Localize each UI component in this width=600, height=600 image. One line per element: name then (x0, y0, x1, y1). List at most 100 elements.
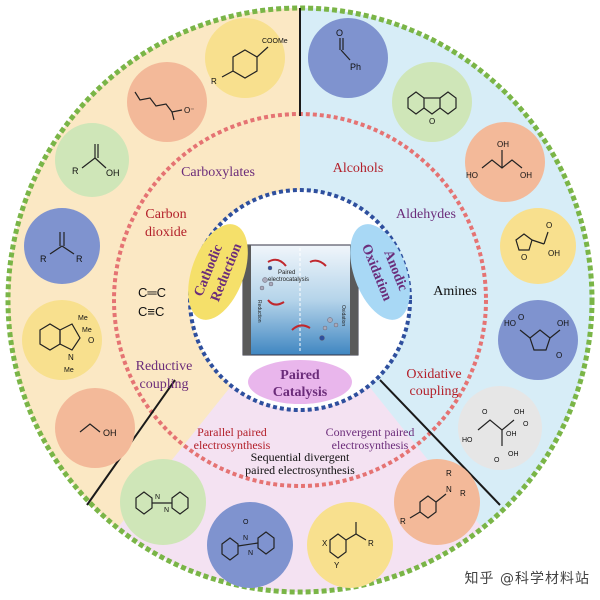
paired-label-2: Catalysis (273, 385, 328, 400)
ester-r-label: R (211, 77, 217, 86)
glycerol-oh3-label: OH (520, 171, 532, 180)
amine-r1-label: R (446, 469, 452, 478)
molecule-ketone: R R (24, 208, 100, 284)
molecule-citric-acid: HO OH OH OH O O O (458, 386, 542, 470)
cathode-plate (243, 245, 251, 355)
amine-r2-label: R (460, 489, 466, 498)
pyridine-y-label: Y (334, 561, 340, 570)
azoxy-o-label: O (243, 519, 249, 526)
azoxy-n-label: N (243, 535, 248, 542)
citric-ho-label: HO (462, 437, 473, 444)
label-parallel-1: Parallel paired (197, 425, 267, 439)
molecule-pentenoate: O⁻ (127, 62, 207, 142)
cell-left-electrode-label: Reduction (256, 300, 262, 323)
cell-label-2: electrocatalysis (268, 277, 309, 283)
paired-label-1: Paired (280, 368, 320, 383)
acid-r-label: R (72, 166, 79, 176)
indolinone-me3-label: Me (64, 367, 74, 374)
molecule-indolinone: Me Me O N Me (22, 300, 102, 380)
arrow-icon (267, 299, 285, 306)
cpd-oh-label: OH (557, 319, 569, 328)
molecule-balls-icon (259, 265, 339, 341)
azo-n2-label: N (164, 507, 169, 514)
outer-dashed-ring (5, 5, 595, 595)
label-aldehydes: Aldehydes (396, 207, 456, 222)
molecule-benzaldehyde: O Ph (308, 18, 388, 98)
furoic-carbonyl-o-label: O (546, 221, 552, 230)
amine-n-label: N (446, 485, 452, 494)
arrow-icon (309, 259, 327, 267)
label-convergent-2: electrosynthesis (332, 438, 409, 452)
azo-n1-label: N (155, 494, 160, 501)
furoic-ring-o-label: O (521, 253, 527, 262)
label-oxidative-2: coupling (410, 384, 459, 399)
indolinone-n-label: N (68, 353, 74, 362)
anode-plate (350, 245, 358, 355)
label-sequential-2: paired electrosynthesis (245, 463, 355, 477)
molecule-methyl-ester: COOMe R (205, 18, 288, 98)
molecule-pyridine-derivative: X Y R (307, 502, 393, 588)
benzaldehyde-ph-label: Ph (350, 62, 361, 72)
arrow-icon (291, 324, 311, 331)
cpd-ho-label: HO (504, 319, 516, 328)
molecule-furoic-acid: O O OH (500, 208, 576, 284)
label-reductive-2: coupling (140, 377, 189, 392)
ethanol-oh-label: OH (103, 428, 117, 438)
label-alkene: C═C (138, 285, 166, 300)
glycerol-oh2-label: HO (466, 171, 478, 180)
indolinone-me1-label: Me (78, 315, 88, 322)
label-convergent-1: Convergent paired (326, 425, 415, 439)
citric-oh1-label: OH (514, 409, 525, 416)
dibenzofuran-o-label: O (429, 117, 435, 126)
citric-o1-label: O (482, 409, 488, 416)
pyridine-x-label: X (322, 539, 328, 548)
azoxy-n2-label: N (248, 550, 253, 557)
indolinone-o-label: O (88, 336, 94, 345)
acid-oh-label: OH (106, 168, 120, 178)
cpd-o1-label: O (518, 313, 524, 322)
molecule-glycerol: OH HO OH (465, 122, 545, 202)
label-carboxylates: Carboxylates (181, 165, 255, 180)
cathodic-ellipse (188, 224, 248, 320)
label-reductive-1: Reductive (136, 359, 193, 374)
pyridine-r-label: R (368, 539, 374, 548)
label-amines: Amines (433, 284, 477, 299)
watermark: 知乎 @科学材料站 (464, 571, 590, 587)
ketone-r1-label: R (40, 254, 47, 264)
label-alcohols: Alcohols (333, 161, 384, 176)
label-carbon-dioxide-2: dioxide (145, 225, 187, 240)
glycerol-oh1-label: OH (497, 140, 509, 149)
cpd-o2-label: O (556, 351, 562, 360)
divider-bottom-right (379, 379, 501, 506)
cell-right-electrode-label: Oxidation (340, 305, 346, 326)
label-carbon-dioxide-1: Carbon (145, 207, 186, 222)
molecule-ethanol: OH (55, 388, 135, 468)
label-alkyne: C≡C (138, 304, 164, 319)
cell-label-1: Paired (278, 270, 295, 276)
label-oxidative-1: Oxidative (406, 367, 461, 382)
citric-o2-label: O (523, 421, 529, 428)
arrow-icon (267, 258, 287, 267)
citric-oh2-label: OH (506, 431, 517, 438)
molecule-aryl-amine: R N R R (394, 459, 480, 545)
citric-oh3-label: OH (508, 451, 519, 458)
citric-o3-label: O (494, 457, 500, 464)
molecule-azo-compound: N N (120, 459, 206, 545)
pentenoate-o-label: O⁻ (184, 106, 194, 115)
furoic-oh-label: OH (548, 249, 560, 258)
molecule-cyclopentadiene-diacid: HO OH O O (498, 300, 578, 380)
paired-ellipse (248, 360, 352, 404)
molecule-azoxy-compound: O N N (207, 502, 293, 588)
molecule-dibenzofuran: O (392, 62, 472, 142)
benzaldehyde-o-label: O (336, 28, 343, 38)
amine-r3-label: R (400, 517, 406, 526)
ester-group-label: COOMe (262, 38, 288, 45)
electrochemical-cell: Paired electrocatalysis Reduction Oxidat… (242, 244, 359, 356)
molecule-carboxylic-acid: R OH (55, 123, 129, 197)
anodic-ellipse (350, 224, 410, 320)
ketone-r2-label: R (76, 254, 83, 264)
indolinone-me2-label: Me (82, 327, 92, 334)
label-parallel-2: electrosynthesis (194, 438, 271, 452)
label-sequential-1: Sequential divergent (251, 450, 350, 464)
